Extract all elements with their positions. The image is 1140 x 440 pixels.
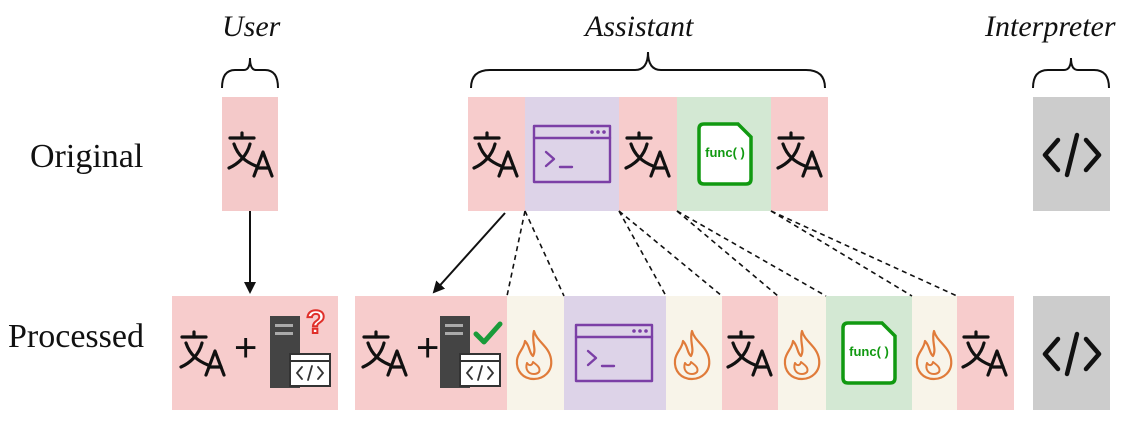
function-file-icon: func( ) xyxy=(840,320,898,386)
flame-icon xyxy=(915,329,953,381)
server-check-icon xyxy=(438,310,506,392)
user-brace xyxy=(221,57,279,89)
flame-icon xyxy=(673,329,711,381)
original-assistant-text-block-2 xyxy=(619,97,677,211)
interpreter-label: Interpreter xyxy=(985,10,1116,43)
original-row-label: Original xyxy=(30,138,144,175)
assistant-brace xyxy=(470,51,826,89)
processed-terminal-block xyxy=(564,296,666,410)
translate-icon xyxy=(961,330,1008,377)
plus-sign-assistant: + xyxy=(416,326,440,370)
assistant-arrow xyxy=(432,212,506,294)
processed-row-label: Processed xyxy=(8,318,144,355)
translate-icon xyxy=(472,131,519,178)
terminal-icon xyxy=(532,124,612,184)
translate-icon xyxy=(776,131,823,178)
translate-icon xyxy=(179,330,226,377)
processed-assistant-text-block-2 xyxy=(722,296,778,410)
question-mark: ? xyxy=(305,303,327,341)
code-icon xyxy=(1042,132,1102,178)
processed-assistant-text-block-3 xyxy=(957,296,1014,410)
translate-icon xyxy=(624,131,671,178)
original-assistant-terminal-block xyxy=(525,97,619,211)
flame-icon xyxy=(515,329,553,381)
flame-icon xyxy=(783,329,821,381)
user-label: User xyxy=(222,10,281,43)
translate-icon xyxy=(227,131,274,178)
translate-icon xyxy=(726,330,773,377)
function-file-icon: func( ) xyxy=(696,121,754,187)
original-assistant-text-block-3 xyxy=(771,97,828,211)
assistant-label: Assistant xyxy=(585,10,694,43)
function-label: func( ) xyxy=(849,344,889,359)
plus-sign-user: + xyxy=(234,326,258,370)
processed-flame-block-1 xyxy=(507,296,564,410)
function-label: func( ) xyxy=(705,145,745,160)
interpreter-brace xyxy=(1032,57,1110,89)
processed-flame-block-2 xyxy=(666,296,722,410)
code-icon xyxy=(1042,331,1102,377)
dashed-connectors xyxy=(506,210,958,297)
terminal-icon xyxy=(574,323,654,383)
translate-icon xyxy=(361,330,408,377)
server-question-icon: ? xyxy=(268,303,336,392)
original-user-text-block xyxy=(222,97,278,211)
original-assistant-text-block-1 xyxy=(468,97,525,211)
